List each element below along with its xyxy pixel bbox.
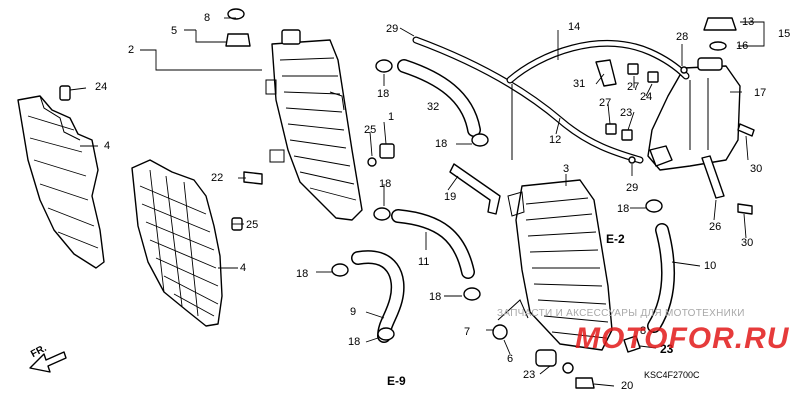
part-label-14: 14: [568, 21, 581, 33]
part-label-24: 25: [246, 219, 259, 231]
part-label-31: 31: [573, 78, 586, 90]
part-label-26: 26: [709, 221, 722, 233]
part-label-1: 1: [388, 111, 395, 123]
part-label-11: 11: [418, 256, 430, 268]
part-label-18: 18: [379, 178, 392, 190]
part-label-22: 23: [523, 369, 536, 381]
tube-26: [701, 155, 725, 199]
part-label-23: 24: [640, 91, 653, 103]
front-arrow-icon: [29, 351, 67, 373]
part-label-9: 10: [704, 260, 717, 272]
radiator-right: [497, 179, 613, 351]
part-label-16: 16: [736, 40, 749, 52]
part-label-29: 29: [626, 182, 639, 194]
part-label-18: 18: [296, 268, 309, 280]
part-label-4: 4: [104, 140, 111, 152]
tube-29-12: [412, 36, 644, 164]
part-label-18: 18: [435, 138, 448, 150]
part-label-17: 17: [754, 87, 767, 99]
part-label-20: 20: [621, 380, 634, 392]
part-label-18: 18: [617, 203, 630, 215]
part-label-8: 8: [640, 325, 647, 337]
part-label-18: 18: [348, 336, 361, 348]
part-label-30: 30: [741, 237, 754, 249]
watermark-logo: MOTOFOR.RU: [575, 322, 790, 355]
outer-shroud-left: [17, 95, 105, 269]
hose-clamp: [331, 59, 663, 341]
part-label-10: 9: [350, 306, 357, 318]
part-label-27: 27: [599, 97, 612, 109]
part-label-8: 8: [204, 12, 211, 24]
inner-grille-left: [131, 159, 223, 327]
leader-lines: [69, 17, 765, 387]
part-label-13: 13: [742, 16, 755, 28]
radiator-cap: [225, 8, 251, 47]
bracket-19: [449, 163, 501, 215]
radiator-left: [265, 29, 363, 221]
part-label-32: 32: [427, 101, 440, 113]
watermark-text: ЗАПЧАСТИ И АКСЕССУАРЫ ДЛЯ МОТОТЕХНИКИ: [497, 308, 745, 319]
part-label-6: 6: [507, 353, 514, 365]
part-label-18: 18: [377, 88, 390, 100]
hose-9: [647, 223, 676, 333]
part-label-25: 25: [364, 124, 377, 136]
part-label-12: 12: [549, 134, 562, 146]
part-label-29: 29: [386, 23, 399, 35]
part-label-21: 23: [660, 342, 674, 356]
reserve-tank: [647, 57, 741, 171]
part-label-2: 2: [128, 44, 135, 56]
part-label-30: 30: [750, 163, 763, 175]
part-label-28: 28: [676, 31, 689, 43]
fittings: [59, 59, 755, 389]
reference-e-9: E-9: [387, 374, 406, 388]
hose-11: [391, 209, 475, 279]
part-label-4: 4: [240, 262, 247, 274]
part-label-23: 23: [620, 107, 633, 119]
reserve-tank-cap: [703, 17, 737, 51]
part-label-3: 3: [563, 163, 570, 175]
part-label-7: 7: [464, 326, 471, 338]
diagram-code: KSC4F2700C: [644, 370, 700, 380]
hose-32: [397, 59, 481, 137]
part-label-27: 27: [627, 81, 640, 93]
part-label-21: 22: [211, 172, 224, 184]
part-label-19: 19: [444, 191, 457, 203]
hose-10: [351, 250, 405, 343]
part-label-24: 24: [95, 81, 108, 93]
part-label-15: 15: [778, 28, 791, 40]
part-label-18: 18: [429, 291, 442, 303]
reference-e-2: E-2: [606, 232, 625, 246]
tube-14: [506, 39, 690, 84]
part-label-5: 5: [171, 25, 178, 37]
